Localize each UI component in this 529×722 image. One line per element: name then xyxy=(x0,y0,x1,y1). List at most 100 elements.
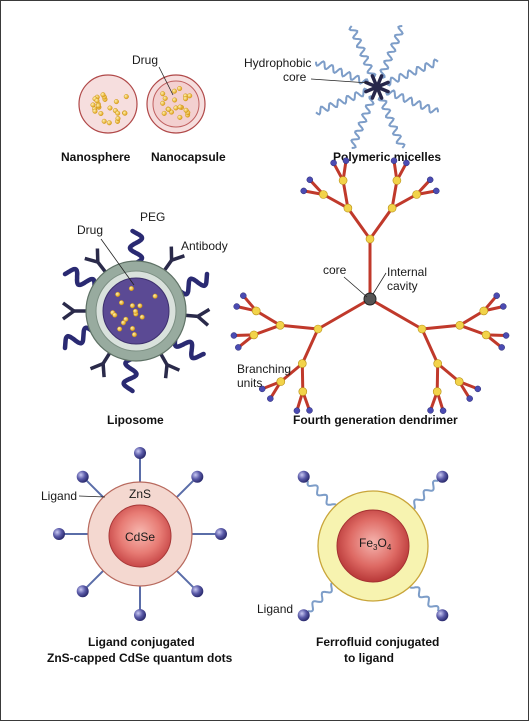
polymer-chain xyxy=(351,96,373,148)
dendrimer-branch-point xyxy=(276,321,284,329)
dendrimer-branch-point xyxy=(433,388,441,396)
label-drug-liposome: Drug xyxy=(77,223,103,237)
drug-dot xyxy=(178,105,183,110)
core-pointer-line xyxy=(344,277,367,297)
polymeric-micelle xyxy=(316,26,438,148)
dendrimer-branch-point xyxy=(277,378,285,386)
dendrimer-branch-point xyxy=(482,331,490,339)
dendrimer-terminal-group xyxy=(240,293,246,299)
peg-chain xyxy=(65,269,95,287)
drug-dot xyxy=(101,92,106,97)
ligand-ball xyxy=(191,471,203,483)
polymer-chain xyxy=(386,60,438,86)
drug-dot xyxy=(187,94,192,99)
drug-dot xyxy=(119,300,124,305)
drug-dot xyxy=(153,294,158,299)
drug-dot xyxy=(93,109,98,114)
label-zns: ZnS xyxy=(129,487,151,501)
drug-dot xyxy=(138,304,143,309)
label-internal-line1: Internal xyxy=(387,265,427,279)
drug-dot xyxy=(172,89,177,94)
dendrimer-branch xyxy=(318,299,370,329)
drug-dot xyxy=(99,111,104,116)
drug-dot xyxy=(129,286,134,291)
dendrimer-branch xyxy=(302,329,318,364)
drug-dot xyxy=(130,326,135,331)
peg-chain xyxy=(130,231,142,263)
drug-dot xyxy=(115,111,120,116)
antibody-stem xyxy=(103,353,110,364)
polymer-chain xyxy=(386,91,438,113)
drug-dot xyxy=(177,86,182,91)
peg-chain xyxy=(180,274,208,294)
dendrimer-branch xyxy=(422,325,460,329)
caption-ferro-line2: to ligand xyxy=(344,651,394,665)
antibody-arm xyxy=(91,364,104,369)
dendrimer-terminal-group xyxy=(494,293,500,299)
drug-dot xyxy=(160,91,165,96)
label-ligand-qd: Ligand xyxy=(41,489,77,503)
label-peg: PEG xyxy=(140,210,165,224)
drug-dot xyxy=(130,303,135,308)
dendrimer-terminal-group xyxy=(499,344,505,350)
dendrimer-branch-point xyxy=(366,235,374,243)
drug-dot xyxy=(172,98,177,103)
drug-dot xyxy=(160,101,165,106)
nanocapsule-group xyxy=(147,67,205,133)
dendrimer-terminal-group xyxy=(234,304,240,310)
dendrimer-branch-point xyxy=(298,360,306,368)
drug-dot xyxy=(102,119,107,124)
dendrimer-terminal-group xyxy=(433,188,439,194)
label-ligand-ferro: Ligand xyxy=(257,602,293,616)
antibody-arm xyxy=(63,303,74,311)
dendrimer-branch-point xyxy=(393,177,401,185)
nanocapsule-core xyxy=(153,81,199,127)
dendrimer-branch-point xyxy=(250,331,258,339)
label-core: core xyxy=(323,263,347,277)
antibody-arm xyxy=(63,311,74,319)
label-o: O xyxy=(377,536,386,550)
dendrimer-terminal-group xyxy=(267,396,273,402)
drug-dot xyxy=(133,309,138,314)
dendrimer-terminal-group xyxy=(467,396,473,402)
drug-dot xyxy=(140,315,145,320)
drug-dot xyxy=(174,106,179,111)
antibody-stem xyxy=(164,260,172,271)
label-cdse: CdSe xyxy=(125,530,155,544)
label-fe: Fe xyxy=(359,536,373,550)
caption-dendrimer: Fourth generation dendrimer xyxy=(293,413,458,427)
dendrimer-terminal-group xyxy=(503,333,509,339)
polymer-chain xyxy=(381,26,403,78)
dendrimer-terminal-group xyxy=(500,304,506,310)
drug-dot xyxy=(117,327,122,332)
label-branching-line1: Branching xyxy=(237,362,291,376)
caption-liposome: Liposome xyxy=(107,413,164,427)
drug-dot xyxy=(163,96,168,101)
ligand-ball xyxy=(298,609,310,621)
antibody-arm xyxy=(172,256,185,260)
antibody-arm xyxy=(103,364,104,378)
caption-ferro-line1: Ferrofluid conjugated xyxy=(316,635,439,649)
antibody-arm xyxy=(85,258,98,262)
label-internal-line2: cavity xyxy=(387,279,418,293)
antibody-arm xyxy=(198,309,210,316)
ligand-ball xyxy=(77,471,89,483)
antibody-stem xyxy=(185,315,198,316)
drug-dot xyxy=(113,313,118,318)
ligand-ball xyxy=(77,585,89,597)
dendrimer-branch xyxy=(348,208,370,239)
dendrimer-terminal-group xyxy=(427,177,433,183)
drug-dot xyxy=(95,98,100,103)
peg-chain xyxy=(65,328,93,348)
ligand-ball xyxy=(191,585,203,597)
drug-dot xyxy=(184,108,189,113)
ligand-ball xyxy=(298,471,310,483)
drug-dot xyxy=(114,99,119,104)
antibody-stem xyxy=(98,262,106,272)
hydrophobic-pointer-line xyxy=(311,79,369,83)
polymer-chain xyxy=(379,96,405,148)
ligand-ball xyxy=(53,528,65,540)
ligand-chain xyxy=(410,481,438,510)
